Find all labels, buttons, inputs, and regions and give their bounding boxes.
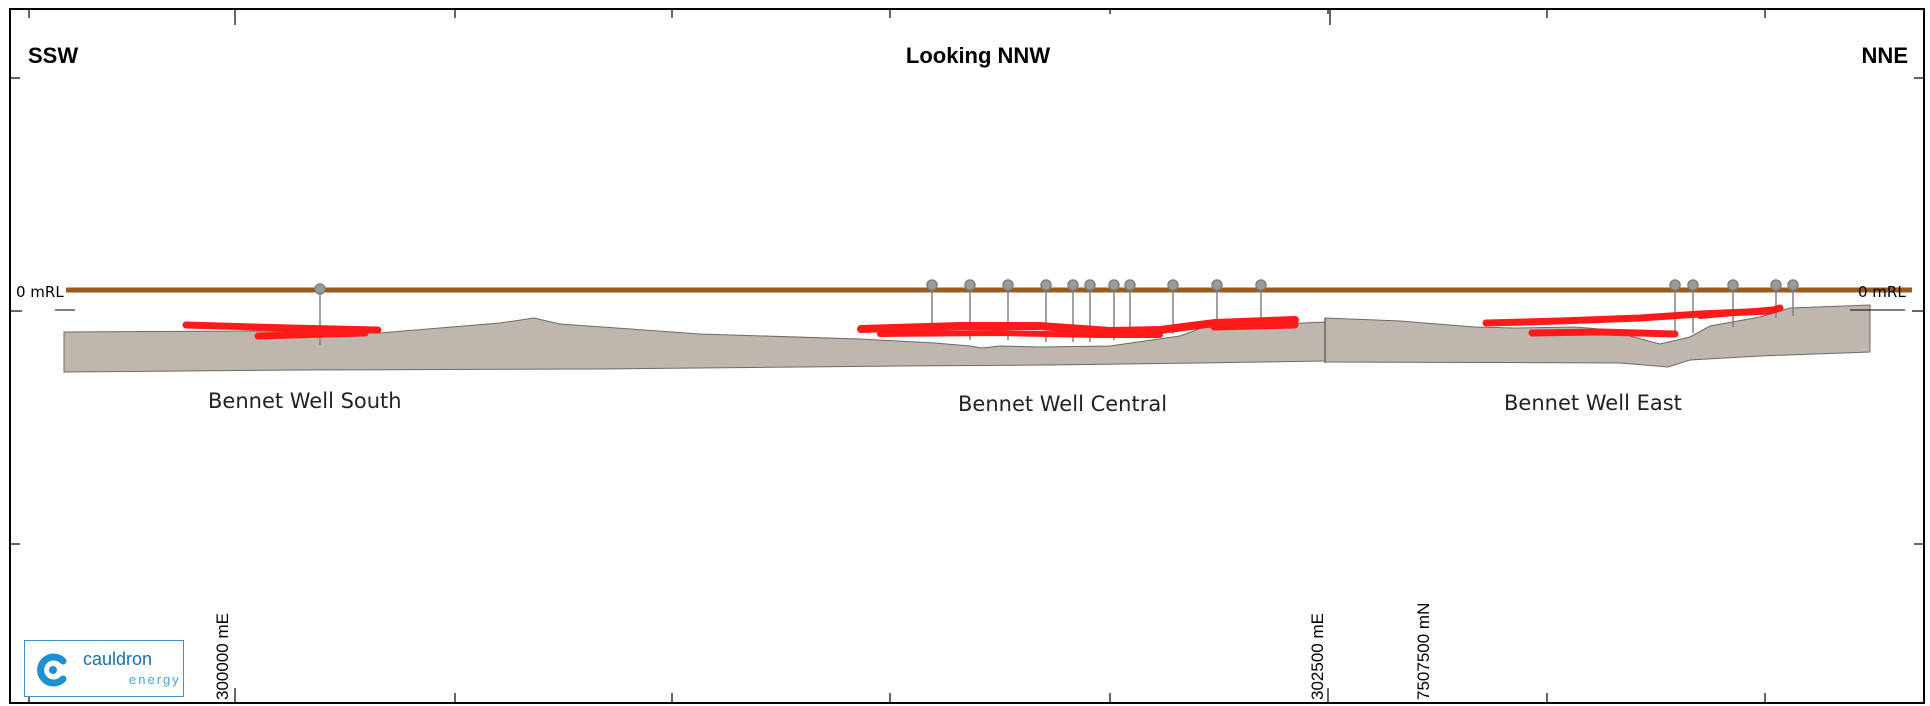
host-unit-east — [1324, 304, 1871, 368]
frame-ticks — [10, 9, 1924, 703]
drill-holes — [314, 279, 1799, 345]
mineralisation-south — [182, 321, 382, 334]
deposit-label-south: Bennet Well South — [208, 389, 402, 413]
section-frame — [9, 8, 1925, 704]
mineralisation-zones — [182, 304, 1784, 340]
drillhole — [1067, 279, 1079, 342]
mineralisation-east — [1697, 306, 1781, 319]
direction-left-label: SSW — [28, 43, 78, 68]
cauldron-energy-logo: cauldron energy — [24, 640, 184, 697]
mineralisation-central — [857, 316, 1299, 335]
drillhole — [1669, 279, 1681, 335]
drillhole — [1727, 279, 1739, 327]
logo-tagline: energy — [129, 672, 181, 687]
host-unit-south-central — [63, 317, 1326, 373]
logo-name: cauldron — [83, 649, 153, 669]
drillhole — [1770, 279, 1782, 318]
easting-label-302500: 302500 mE — [1308, 613, 1327, 700]
cauldron-logo-mark-icon — [37, 653, 67, 687]
deposit-label-central: Bennet Well Central — [958, 392, 1167, 416]
drillhole — [1687, 279, 1699, 333]
mineralisation-central — [877, 330, 1163, 338]
mineralisation-south — [254, 329, 369, 340]
direction-right-label: NNE — [1862, 43, 1908, 68]
mineralisation-central — [1210, 321, 1299, 331]
zero-mrl-label-left: 0 mRL — [16, 283, 64, 301]
northing-label-7507500: 7507500 mN — [1414, 603, 1433, 700]
view-direction-label: Looking NNW — [906, 43, 1050, 68]
easting-label-300000: 300000 mE — [213, 613, 232, 700]
zero-mrl-label-right: 0 mRL — [1858, 283, 1906, 301]
mineralisation-east — [1528, 328, 1679, 338]
drillhole — [1787, 279, 1799, 316]
deposit-label-east: Bennet Well East — [1504, 391, 1682, 415]
